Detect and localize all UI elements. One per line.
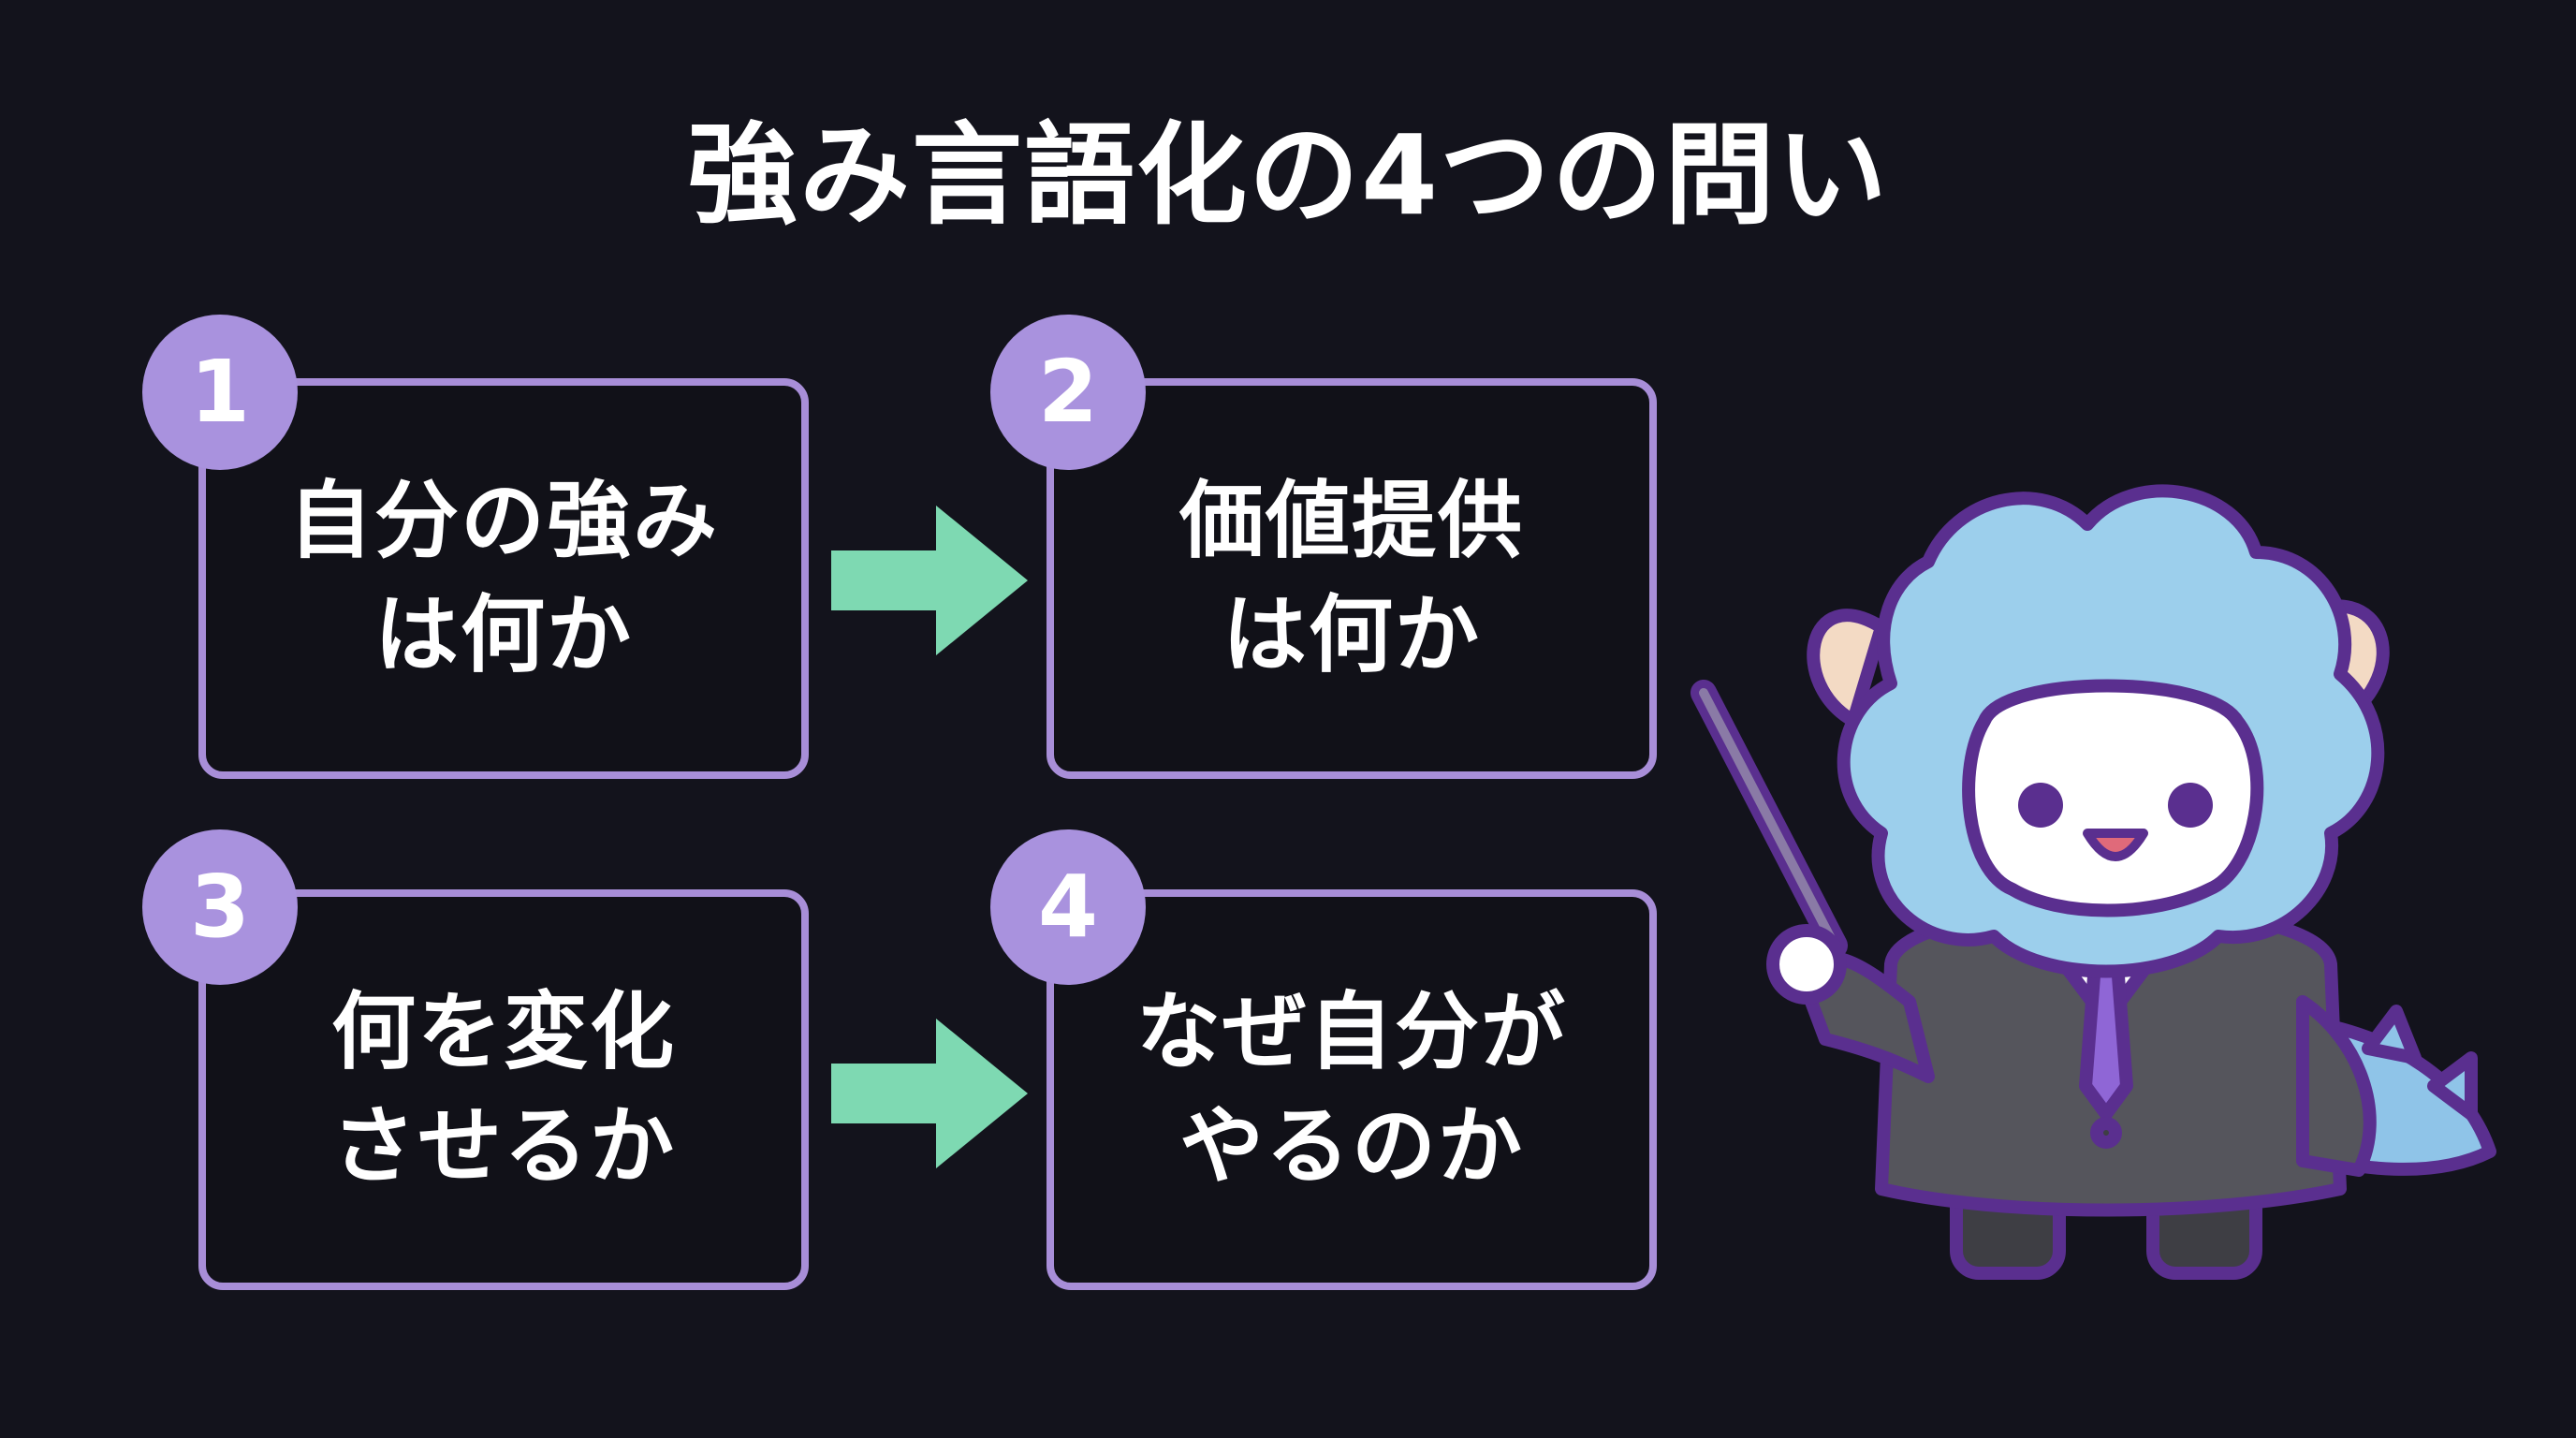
step-badge-2: 2 <box>990 315 1146 470</box>
step-badge-1: 1 <box>142 315 298 470</box>
arrow-right-icon <box>831 1019 1028 1168</box>
step-card-2: 価値提供 は何か <box>1046 378 1657 779</box>
arrow-right-icon <box>831 506 1028 655</box>
step-text-2: 価値提供 は何か <box>1179 471 1524 684</box>
step-card-4: なぜ自分が やるのか <box>1046 889 1657 1290</box>
step-card-1: 自分の強み は何か <box>198 378 809 779</box>
step-badge-4: 4 <box>990 829 1146 985</box>
page-title: 強み言語化の4つの問い <box>686 110 1890 240</box>
step-text-3: 何を変化 させるか <box>331 982 676 1196</box>
step-badge-3: 3 <box>142 829 298 985</box>
step-card-3: 何を変化 させるか <box>198 889 809 1290</box>
mascot-teacher-illustration <box>1690 484 2496 1280</box>
step-text-1: 自分の強み は何か <box>288 471 719 684</box>
step-text-4: なぜ自分が やるのか <box>1136 982 1567 1196</box>
